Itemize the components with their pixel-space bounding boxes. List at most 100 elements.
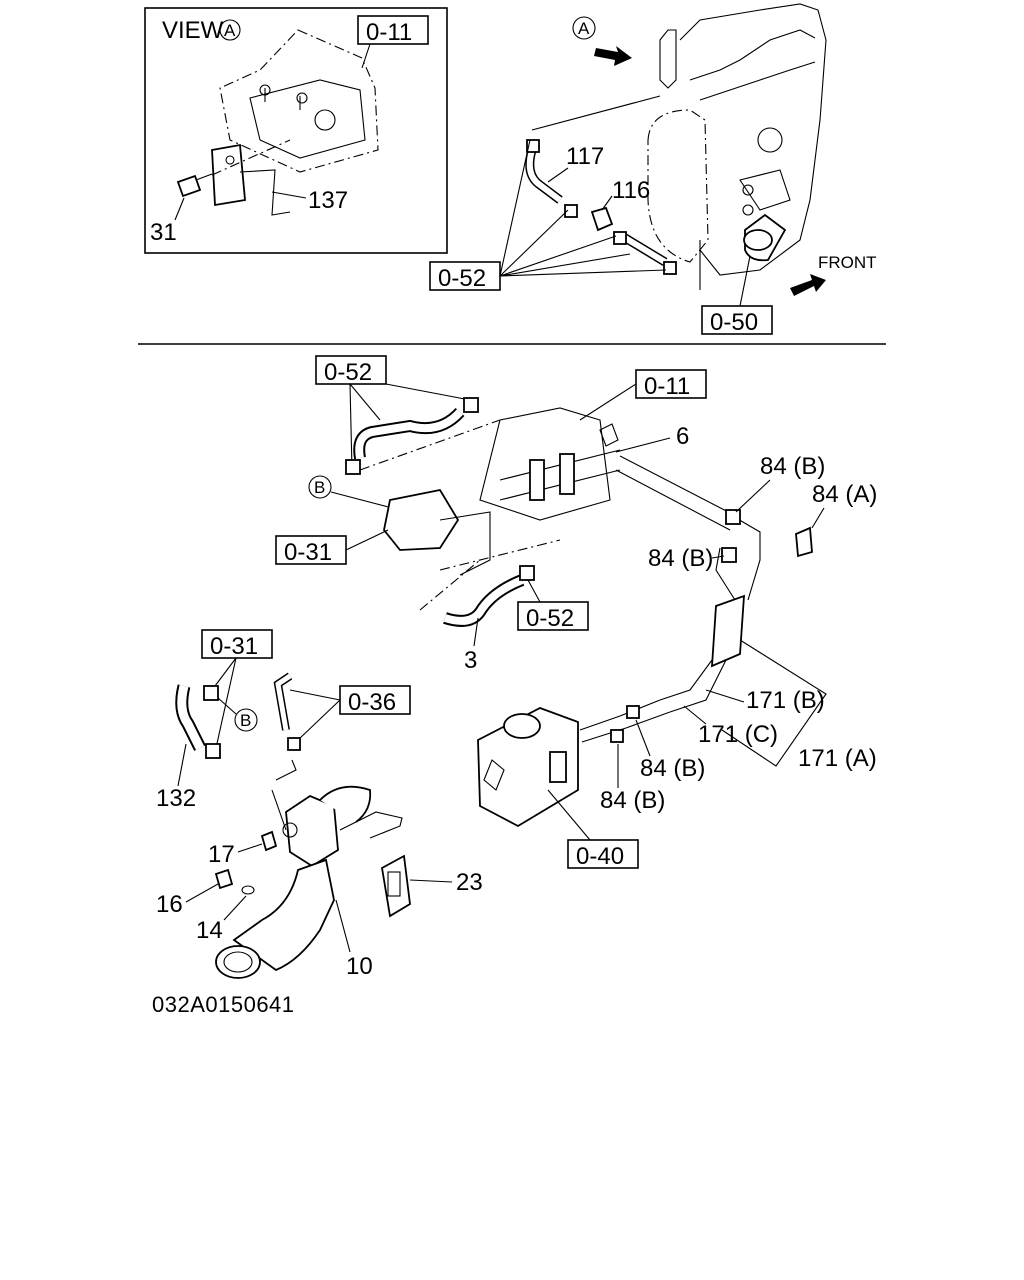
thermostat-flange — [285, 794, 339, 868]
part-label-171c: 171 (C) — [698, 721, 778, 748]
part-label-117: 117 — [566, 143, 604, 170]
leader-line — [361, 43, 371, 69]
view-label: VIEW — [162, 17, 224, 44]
part-label-17: 17 — [208, 841, 235, 868]
gasket-opening — [387, 871, 401, 897]
marker-b: B — [314, 478, 325, 497]
pipes-171 — [659, 659, 727, 713]
clamp — [205, 743, 221, 759]
bolt-17 — [260, 830, 278, 852]
housing-neck — [319, 785, 372, 823]
figure-code: 032A0150641 — [152, 992, 295, 1017]
heater-core — [711, 594, 745, 668]
leader-84b-3 — [635, 719, 651, 757]
outlet-10-end — [215, 945, 261, 979]
marker-b-circle — [308, 475, 332, 499]
heater-assembly: 0-52 0-11 6 B 0-31 3 0-52 — [275, 355, 877, 870]
pipe-run — [615, 455, 737, 531]
manifold-outline — [479, 407, 611, 521]
engine-boss — [739, 169, 791, 211]
part-label-84b-2: 84 (B) — [648, 545, 713, 572]
clip-84b — [610, 729, 624, 743]
leader-17 — [237, 843, 263, 853]
pipe-bend — [715, 517, 761, 601]
ref-label-0-31-left: 0-31 — [210, 633, 258, 660]
part-label-14: 14 — [196, 917, 223, 944]
ref-box-0-52-lower — [517, 601, 589, 631]
clamp — [345, 459, 361, 475]
engine-ridge — [689, 29, 816, 81]
heater-connector — [549, 751, 567, 783]
leader-0-40 — [547, 789, 591, 841]
clamp — [564, 204, 578, 218]
ref-box-0-50 — [701, 305, 773, 335]
leader-171b — [705, 689, 745, 703]
valve-assembly — [383, 488, 460, 551]
part-label-84b-4: 84 (B) — [600, 787, 665, 814]
part-label-23: 23 — [456, 869, 483, 896]
arrow-marker: A — [578, 19, 590, 38]
leader-0-52-lower — [527, 579, 541, 603]
leader-116 — [601, 195, 613, 211]
bypass-pipe — [339, 811, 403, 839]
clamp — [526, 139, 540, 153]
leader-0-11 — [579, 383, 637, 421]
clamp — [613, 231, 627, 245]
engine-bolt — [742, 204, 754, 216]
leader-23 — [409, 879, 453, 883]
ref-label-0-52-top: 0-52 — [438, 265, 486, 292]
clip-84b — [725, 509, 741, 525]
ref-label-0-52-lower: 0-52 — [526, 605, 574, 632]
part-label-171b: 171 (B) — [746, 687, 825, 714]
engine-mount — [659, 29, 677, 89]
clip-84b — [721, 547, 737, 563]
view-marker: A — [224, 21, 236, 40]
leaders-0-31-left — [211, 657, 237, 749]
bracket-arm — [239, 169, 291, 216]
center-line — [211, 139, 291, 176]
leader-171c — [683, 705, 707, 725]
bolt-16 — [214, 868, 234, 890]
leaders-0-52 — [499, 139, 667, 277]
washer-14 — [241, 885, 255, 895]
part-label-10: 10 — [346, 953, 373, 980]
leader-14 — [223, 895, 247, 921]
ref-box-0-11-inset — [357, 15, 429, 45]
view-marker-circle — [219, 19, 241, 41]
bracket-171a — [721, 639, 827, 767]
part-label-3: 3 — [464, 647, 477, 674]
clamp — [203, 685, 219, 701]
leader-6 — [615, 437, 671, 453]
marker-b-2: B — [240, 711, 251, 730]
engine-bolt — [742, 184, 754, 196]
gasket-23 — [381, 854, 411, 918]
fitting-6 — [599, 423, 619, 447]
outlet-10 — [232, 858, 335, 972]
heater-vent — [483, 759, 505, 791]
valve-116 — [590, 206, 614, 232]
flywheel-outline — [647, 109, 709, 263]
ref-box-0-52-top — [429, 261, 501, 291]
leader-31 — [174, 197, 185, 221]
leader-3 — [473, 617, 479, 647]
thermostat-assembly: 0-31 B 132 0-36 23 17 16 — [156, 629, 483, 980]
inset-frame — [144, 7, 448, 254]
small-pipe — [271, 759, 297, 831]
part-label-84a: 84 (A) — [812, 481, 877, 508]
part-label-31: 31 — [150, 219, 177, 246]
outlet-end — [743, 229, 773, 251]
leaders-0-52-upper — [349, 383, 471, 471]
leaders-0-36 — [289, 689, 341, 741]
part-label-16: 16 — [156, 891, 183, 918]
leader-0-31 — [345, 529, 389, 551]
ref-label-0-11-inset: 0-11 — [366, 19, 412, 46]
leader-84b-2 — [711, 555, 725, 559]
ref-box-0-36 — [339, 685, 411, 715]
leader-84b-1 — [735, 479, 771, 513]
part-label-116: 116 — [612, 177, 650, 204]
clamp — [519, 565, 535, 581]
stud-top — [259, 84, 271, 96]
front-arrow — [790, 274, 826, 296]
part-label-84b-3: 84 (B) — [640, 755, 705, 782]
leader-132 — [177, 743, 187, 787]
